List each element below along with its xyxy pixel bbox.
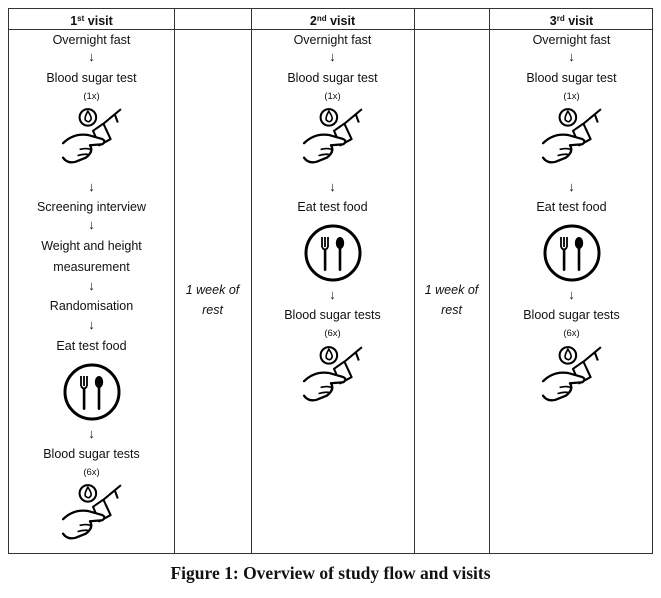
header-ordinal-suffix: nd bbox=[316, 14, 327, 23]
step-blood-sugar-tests: Blood sugar tests bbox=[43, 447, 140, 461]
figure-caption: Figure 1: Overview of study flow and vis… bbox=[170, 563, 491, 583]
column-divider-2 bbox=[251, 9, 252, 553]
test-count: (6x) bbox=[563, 328, 580, 339]
header-label: visit bbox=[87, 14, 113, 28]
rest-label-line2: rest bbox=[202, 303, 223, 317]
rest-label: 1 week of rest bbox=[174, 280, 251, 320]
flow-arrow: ↓ bbox=[329, 49, 336, 64]
flow-arrow: ↓ bbox=[329, 287, 336, 302]
step-eat-test-food: Eat test food bbox=[56, 339, 127, 353]
finger-prick-icon bbox=[61, 108, 123, 165]
test-count: (1x) bbox=[83, 91, 100, 102]
step-overnight-fast: Overnight fast bbox=[293, 33, 372, 47]
test-count: (6x) bbox=[83, 467, 100, 478]
header-ordinal: 2 bbox=[309, 14, 317, 28]
header-visit-1: 1st visit bbox=[9, 9, 174, 29]
step-overnight-fast: Overnight fast bbox=[52, 33, 131, 47]
flow-arrow: ↓ bbox=[568, 179, 575, 194]
rest-label-line2: rest bbox=[441, 303, 462, 317]
step-blood-sugar-test: Blood sugar test bbox=[526, 71, 617, 85]
step-overnight-fast: Overnight fast bbox=[532, 33, 611, 47]
step-eat-test-food: Eat test food bbox=[536, 200, 607, 214]
step-blood-sugar-test: Blood sugar test bbox=[46, 71, 137, 85]
flow-arrow: ↓ bbox=[88, 217, 95, 232]
flow-arrow: ↓ bbox=[88, 426, 95, 441]
step-blood-sugar-tests: Blood sugar tests bbox=[284, 308, 381, 322]
plate-cutlery-icon bbox=[303, 223, 363, 283]
rest-label: 1 week of rest bbox=[414, 280, 489, 320]
column-divider-4 bbox=[489, 9, 490, 553]
flow-arrow: ↓ bbox=[568, 49, 575, 64]
rest-column-1: 1 week of rest bbox=[174, 30, 251, 553]
plate-cutlery-icon bbox=[542, 223, 602, 283]
rest-column-2: 1 week of rest bbox=[414, 30, 489, 553]
test-count: (1x) bbox=[324, 91, 341, 102]
column-divider-3 bbox=[414, 9, 415, 553]
test-count: (1x) bbox=[563, 91, 580, 102]
test-count: (6x) bbox=[324, 328, 341, 339]
flow-arrow: ↓ bbox=[88, 278, 95, 293]
step-screening-interview: Screening interview bbox=[36, 200, 147, 214]
flow-arrow: ↓ bbox=[88, 49, 95, 64]
visit-3-column: Overnight fast ↓ Blood sugar test (1x) ↓… bbox=[489, 30, 654, 553]
study-flow-table: 1st visit 2nd visit 3rd visit Overnight … bbox=[8, 8, 653, 554]
finger-prick-icon bbox=[541, 346, 603, 403]
rest-label-line1: 1 week of bbox=[424, 283, 479, 297]
header-label: visit bbox=[568, 14, 594, 28]
finger-prick-icon bbox=[302, 346, 364, 403]
flow-arrow: ↓ bbox=[568, 287, 575, 302]
header-divider bbox=[9, 29, 652, 30]
flow-arrow: ↓ bbox=[88, 179, 95, 194]
step-eat-test-food: Eat test food bbox=[297, 200, 368, 214]
header-ordinal-suffix: rd bbox=[556, 14, 565, 23]
visit-1-column: Overnight fast ↓ Blood sugar test (1x) ↓… bbox=[9, 30, 174, 553]
finger-prick-icon bbox=[61, 484, 123, 541]
header-ordinal-suffix: st bbox=[77, 14, 85, 23]
plate-cutlery-icon bbox=[62, 362, 122, 422]
finger-prick-icon bbox=[302, 108, 364, 165]
rest-label-line1: 1 week of bbox=[185, 283, 240, 297]
step-blood-sugar-test: Blood sugar test bbox=[287, 71, 378, 85]
column-divider-1 bbox=[174, 9, 175, 553]
finger-prick-icon bbox=[541, 108, 603, 165]
header-visit-3: 3rd visit bbox=[489, 9, 654, 29]
flow-arrow: ↓ bbox=[329, 179, 336, 194]
step-weight-height-line2: measurement bbox=[53, 260, 130, 274]
header-visit-2: 2nd visit bbox=[251, 9, 414, 29]
step-randomisation: Randomisation bbox=[49, 299, 134, 313]
header-ordinal: 3 bbox=[549, 14, 557, 28]
header-label: visit bbox=[330, 14, 356, 28]
step-blood-sugar-tests: Blood sugar tests bbox=[523, 308, 620, 322]
step-weight-height: Weight and height bbox=[41, 239, 142, 253]
flow-arrow: ↓ bbox=[88, 317, 95, 332]
visit-2-column: Overnight fast ↓ Blood sugar test (1x) ↓… bbox=[251, 30, 414, 553]
header-ordinal: 1 bbox=[70, 14, 78, 28]
